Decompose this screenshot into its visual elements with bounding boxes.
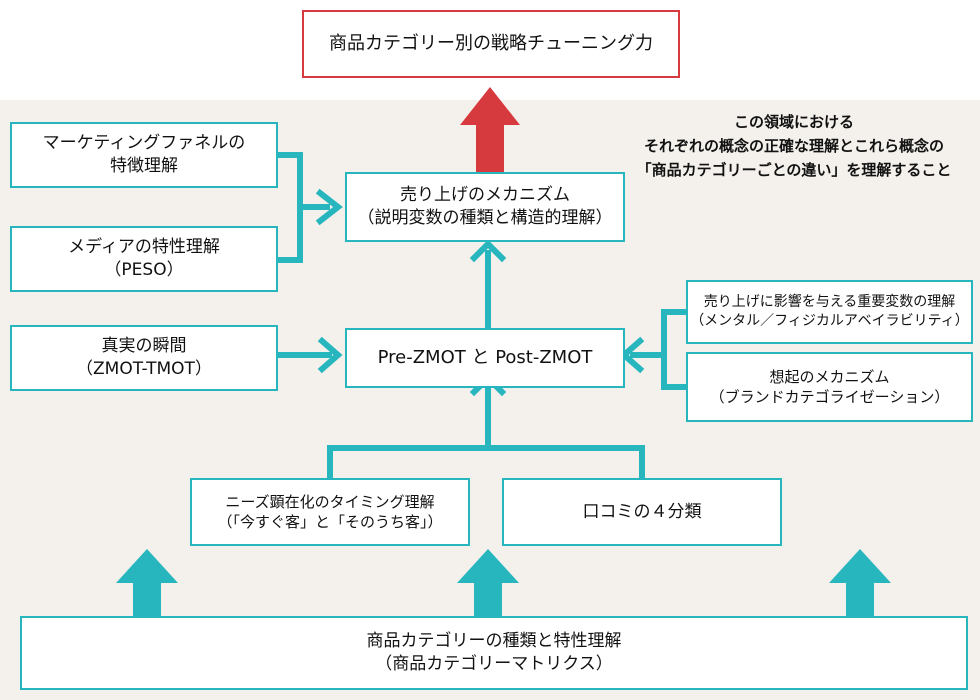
key-variables-line1: 売り上げに影響を与える重要変数の理解 bbox=[703, 294, 956, 311]
word-of-mouth-text: 口コミの４分類 bbox=[582, 501, 702, 522]
key-variables-line2: （メンタル／フィジカルアベイラビリティ） bbox=[690, 313, 969, 329]
marketing-funnel-line2: 特徴理解 bbox=[110, 156, 178, 176]
top-goal-box: 商品カテゴリー別の戦略チューニング力 bbox=[302, 10, 680, 78]
media-peso-line1: メディアの特性理解 bbox=[68, 237, 220, 258]
word-of-mouth-box: 口コミの４分類 bbox=[502, 478, 782, 546]
arrowhead-sales-bottom-icon bbox=[469, 239, 507, 263]
recall-mechanism-line1: 想起のメカニズム bbox=[769, 367, 890, 386]
zmot-box: Pre-ZMOT と Post-ZMOT bbox=[345, 328, 625, 388]
category-understanding-box: 商品カテゴリーの種類と特性理解 （商品カテゴリーマトリクス） bbox=[20, 616, 968, 690]
media-peso-line2: （PESO） bbox=[104, 260, 184, 280]
note-line-1: この領域における bbox=[733, 113, 854, 131]
zmot-text: Pre-ZMOT と Post-ZMOT bbox=[377, 346, 593, 368]
needs-timing-line1: ニーズ顕在化のタイミング理解 bbox=[225, 492, 435, 511]
arrowhead-sales-left-icon bbox=[315, 188, 343, 226]
note-line-3: 「商品カテゴリーごとの違い」を理解すること bbox=[636, 161, 952, 179]
sales-mechanism-line2: （説明変数の種類と構造的理解） bbox=[357, 208, 613, 228]
recall-mechanism-box: 想起のメカニズム （ブランドカテゴライゼーション） bbox=[686, 352, 973, 422]
right-bracket-connector bbox=[630, 309, 686, 390]
moment-of-truth-box: 真実の瞬間 （ZMOT-TMOT） bbox=[10, 325, 278, 391]
sales-mechanism-box: 売り上げのメカニズム （説明変数の種類と構造的理解） bbox=[345, 172, 625, 242]
key-variables-box: 売り上げに影響を与える重要変数の理解 （メンタル／フィジカルアベイラビリティ） bbox=[686, 280, 973, 344]
teal-arrow-right-icon bbox=[829, 549, 891, 616]
needs-timing-box: ニーズ顕在化のタイミング理解 （「今すぐ客」と「そのうち客」） bbox=[190, 478, 470, 546]
recall-mechanism-line2: （ブランドカテゴライゼーション） bbox=[709, 388, 950, 406]
category-understanding-line2: （商品カテゴリーマトリクス） bbox=[375, 654, 613, 674]
needs-timing-line2: （「今すぐ客」と「そのうち客」） bbox=[217, 513, 443, 531]
moment-of-truth-line2: （ZMOT-TMOT） bbox=[76, 359, 212, 379]
teal-arrow-center-icon bbox=[457, 549, 519, 616]
note-line-2: それぞれの概念の正確な理解とこれら概念の bbox=[643, 137, 944, 155]
teal-arrow-left-icon bbox=[116, 549, 178, 616]
note-text: この領域における それぞれの概念の正確な理解とこれら概念の 「商品カテゴリーごと… bbox=[612, 110, 976, 182]
bottom-bracket-connector bbox=[327, 388, 645, 478]
arrowhead-mot-icon bbox=[317, 336, 343, 374]
moment-of-truth-line1: 真実の瞬間 bbox=[101, 336, 187, 357]
media-peso-box: メディアの特性理解 （PESO） bbox=[10, 226, 278, 292]
marketing-funnel-line1: マーケティングファネルの bbox=[42, 133, 246, 154]
marketing-funnel-box: マーケティングファネルの 特徴理解 bbox=[10, 122, 278, 188]
category-understanding-line1: 商品カテゴリーの種類と特性理解 bbox=[366, 631, 622, 652]
top-goal-text: 商品カテゴリー別の戦略チューニング力 bbox=[329, 32, 653, 54]
left-bracket-connector bbox=[278, 152, 330, 263]
sales-mechanism-line1: 売り上げのメカニズム bbox=[400, 185, 570, 206]
red-arrow-icon bbox=[460, 87, 520, 172]
